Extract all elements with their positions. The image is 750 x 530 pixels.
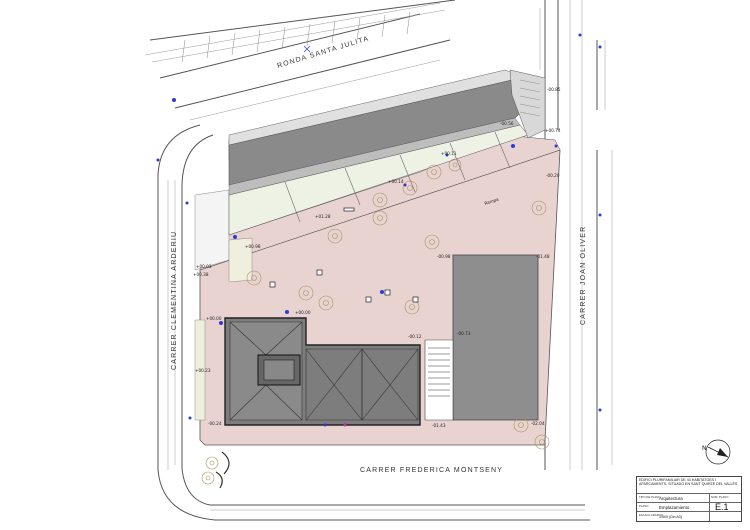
cross-markers: [303, 45, 311, 53]
level-mark: -00.73: [457, 331, 471, 336]
street-joan-oliver: CARRER JOAN OLIVER: [580, 226, 587, 325]
level-mark: -02.04: [531, 421, 545, 426]
num-plano-label: NUM. PLANO: [711, 495, 729, 499]
street-clementina-arderiu: CARRER CLEMENTINA ARDERIU: [171, 231, 178, 370]
plan-number: E.1: [715, 502, 729, 512]
street-frederica-montseny: CARRER FREDERICA MONTSENY: [360, 467, 503, 474]
parking-ticks: [181, 11, 411, 63]
level-mark: +01.28: [315, 214, 331, 219]
level-mark: +00.00: [295, 310, 311, 315]
markers: [156, 33, 602, 427]
level-mark: -00.85: [547, 87, 561, 92]
level-mark: -00.56: [500, 121, 514, 126]
north-label: N: [702, 445, 707, 452]
title-block: EDIFICI PLURIFAMILIAR DE 43 HABITATGES I…: [636, 476, 742, 522]
tb-divider: [709, 493, 710, 521]
long-building: [228, 69, 546, 236]
level-mark: -00.20: [546, 173, 560, 178]
parking-building: [424, 254, 539, 421]
plano-value: Emplazamiento: [659, 505, 690, 510]
ramp-label: Rampa: [484, 197, 500, 206]
level-mark: +00.00: [206, 316, 222, 321]
level-mark: -00.12: [408, 334, 422, 339]
level-marks: +00.00 +00.00 -00.12 -00.73 -01.43 -02.0…: [193, 87, 561, 428]
level-mark: +00.98: [245, 244, 261, 249]
tipo-value: Arquitectura: [659, 496, 683, 501]
escala-label: ESCALA GRÁFICA: [639, 513, 664, 517]
project-title: EDIFICI PLURIFAMILIAR DE 43 HABITATGES I…: [639, 478, 738, 487]
tb-row-plano: PLANO Emplazamiento: [637, 502, 741, 512]
escala-value: 1/400 (Din A3): [659, 515, 682, 519]
level-mark: +00.23: [195, 368, 211, 373]
level-mark: -01.43: [432, 423, 446, 428]
tb-row-escala: ESCALA GRÁFICA 1/400 (Din A3): [637, 511, 741, 522]
garden-strips: [194, 237, 253, 421]
plano-label: PLANO: [639, 504, 649, 508]
tb-row-tipo: TIPO DE PLANO Arquitectura NUM. PLANO: [637, 493, 741, 503]
level-mark: +00.38: [193, 272, 209, 277]
street-ronda-santa-julita: RONDA SANTA JULITA: [277, 35, 371, 70]
level-mark: +00.11: [441, 151, 457, 156]
level-mark: +00.74: [545, 128, 561, 133]
fixtures: [269, 207, 419, 303]
level-mark: -01.48: [536, 254, 550, 259]
level-mark: -00.98: [437, 254, 451, 259]
level-mark: +00.03: [196, 264, 212, 269]
tipo-label: TIPO DE PLANO: [639, 495, 661, 499]
road-lines: [144, 0, 613, 511]
path-curves: [215, 451, 230, 489]
main-building: [224, 317, 421, 426]
trees: [201, 158, 550, 485]
level-mark: +00.14: [388, 179, 404, 184]
north-arrow: [705, 439, 731, 465]
level-mark: -00.24: [208, 421, 222, 426]
